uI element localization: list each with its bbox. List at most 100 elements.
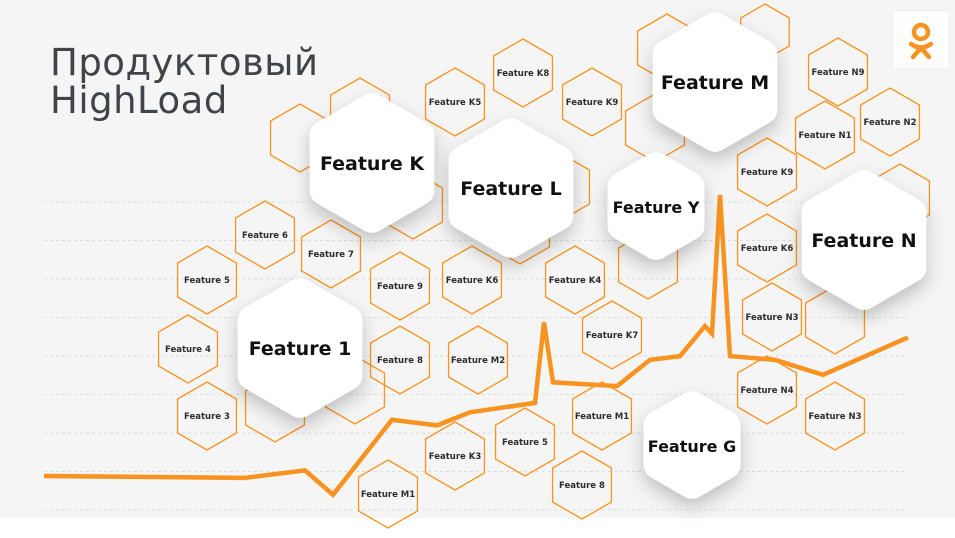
hexagon-outline bbox=[157, 314, 219, 384]
hexagon-outline bbox=[561, 67, 623, 137]
hexagon-outline bbox=[736, 355, 798, 425]
hexagon-outline bbox=[807, 37, 869, 107]
feature-hexagon-small[interactable]: Feature N1 bbox=[794, 100, 856, 170]
feature-hexagon-small[interactable]: Feature N9 bbox=[807, 37, 869, 107]
feature-label: Feature Y bbox=[613, 198, 700, 217]
feature-label: Feature K bbox=[320, 153, 425, 175]
feature-hexagon-small[interactable]: Feature N3 bbox=[804, 381, 866, 451]
feature-hexagon-small[interactable]: Feature 5 bbox=[176, 245, 238, 315]
hexagon-outline bbox=[176, 381, 238, 451]
hexagon-outline bbox=[357, 459, 419, 529]
hexagon-outline bbox=[571, 381, 633, 451]
chart-gridlines bbox=[44, 201, 908, 511]
feature-hexagon-small[interactable]: Feature 3 bbox=[176, 381, 238, 451]
hexagon-shape bbox=[801, 170, 927, 310]
hexagon-outline bbox=[736, 137, 798, 207]
hexagon-outline bbox=[369, 251, 431, 321]
hexagon-outline bbox=[804, 381, 866, 451]
feature-label: Feature 7 bbox=[308, 250, 354, 260]
feature-hexagon-small[interactable]: Feature N2 bbox=[859, 87, 921, 157]
feature-hexagon-small[interactable]: Feature 9 bbox=[369, 251, 431, 321]
hexagon-shape bbox=[607, 152, 705, 260]
hexagon-shape bbox=[652, 12, 778, 152]
feature-hexagon-small[interactable]: Feature 7 bbox=[300, 219, 362, 289]
feature-label: Feature K9 bbox=[566, 98, 619, 108]
feature-hexagon-large[interactable]: Feature K bbox=[309, 93, 435, 233]
feature-hexagon-small[interactable]: Feature N3 bbox=[741, 282, 803, 352]
feature-label: Feature K6 bbox=[446, 276, 499, 286]
feature-hexagon-large[interactable]: Feature N bbox=[801, 170, 927, 310]
hexagon-outline bbox=[492, 38, 554, 108]
feature-hexagon-small[interactable]: Feature K3 bbox=[424, 421, 486, 491]
feature-label: Feature N9 bbox=[811, 68, 864, 78]
feature-hexagon-large[interactable]: Feature M bbox=[652, 12, 778, 152]
feature-label: Feature K7 bbox=[586, 331, 639, 341]
feature-hexagon-small[interactable]: Feature K9 bbox=[561, 67, 623, 137]
feature-hexagon-large[interactable]: Feature Y bbox=[607, 152, 705, 260]
feature-hexagon-small[interactable]: Feature K5 bbox=[424, 67, 486, 137]
feature-hexagon-small[interactable]: Feature 4 bbox=[157, 314, 219, 384]
feature-hexagon-small[interactable]: Feature 6 bbox=[234, 200, 296, 270]
feature-hexagon-small[interactable]: Feature M1 bbox=[571, 381, 633, 451]
feature-label: Feature K3 bbox=[429, 452, 482, 462]
hexagon-shape bbox=[237, 278, 363, 418]
hexagon-shape bbox=[643, 391, 741, 499]
feature-label: Feature K5 bbox=[429, 98, 482, 108]
feature-hexagon-small[interactable]: Feature M2 bbox=[447, 325, 509, 395]
major-feature-hexagons: Feature K Feature L Feature M Feature Y Feat… bbox=[237, 12, 927, 499]
feature-label: Feature G bbox=[648, 437, 736, 456]
feature-label: Feature M2 bbox=[451, 356, 505, 366]
hexagon-outline bbox=[234, 200, 296, 270]
feature-label: Feature M1 bbox=[575, 412, 629, 422]
hexagon-outline bbox=[794, 100, 856, 170]
slide-title: Продуктовый HighLoad bbox=[50, 44, 319, 120]
feature-label: Feature 8 bbox=[559, 481, 605, 491]
title-line-2: HighLoad bbox=[50, 79, 228, 122]
title-line-1: Продуктовый bbox=[50, 41, 319, 84]
feature-label: Feature M1 bbox=[361, 490, 415, 500]
feature-hexagon-small[interactable]: Feature K6 bbox=[736, 213, 798, 283]
feature-hexagon-large[interactable]: Feature 1 bbox=[237, 278, 363, 418]
feature-hexagon-small[interactable]: Feature 8 bbox=[369, 325, 431, 395]
feature-hexagon-small[interactable]: Feature K7 bbox=[581, 300, 643, 370]
feature-label: Feature K9 bbox=[741, 168, 794, 178]
hexagon-outline bbox=[544, 245, 606, 315]
load-series-line bbox=[43, 194, 909, 498]
hexagon-outline bbox=[424, 421, 486, 491]
feature-hexagon-small[interactable]: Feature 5 bbox=[494, 407, 556, 477]
feature-label: Feature N3 bbox=[745, 313, 798, 323]
feature-label: Feature N1 bbox=[798, 131, 851, 141]
feature-hexagon-large[interactable]: Feature L bbox=[448, 118, 574, 258]
feature-label: Feature 5 bbox=[184, 276, 230, 286]
feature-hexagon-small[interactable]: Feature K6 bbox=[441, 245, 503, 315]
feature-hexagon-large[interactable]: Feature G bbox=[643, 391, 741, 499]
hexagon-outline bbox=[494, 407, 556, 477]
hexagon-outline bbox=[441, 245, 503, 315]
feature-label: Feature 5 bbox=[502, 438, 548, 448]
odnoklassniki-logo-icon bbox=[893, 11, 949, 68]
hexagon-outline bbox=[736, 213, 798, 283]
feature-label: Feature N3 bbox=[808, 412, 861, 422]
load-line-chart bbox=[43, 194, 909, 498]
hexagon-shape bbox=[309, 93, 435, 233]
hexagon-outline bbox=[176, 245, 238, 315]
feature-label: Feature 1 bbox=[249, 338, 352, 360]
feature-label: Feature K8 bbox=[497, 69, 550, 79]
hexagon-outline bbox=[859, 87, 921, 157]
feature-label: Feature 9 bbox=[377, 282, 423, 292]
feature-hexagon-small[interactable]: Feature N4 bbox=[736, 355, 798, 425]
feature-hexagon-small[interactable]: Feature K4 bbox=[544, 245, 606, 315]
feature-label: Feature L bbox=[460, 178, 562, 200]
feature-label: Feature 6 bbox=[242, 231, 288, 241]
feature-label: Feature 8 bbox=[377, 356, 423, 366]
feature-label: Feature K6 bbox=[741, 244, 794, 254]
hexagon-shape bbox=[448, 118, 574, 258]
feature-label: Feature 4 bbox=[165, 345, 211, 355]
hexagon-outline bbox=[551, 450, 613, 520]
feature-hexagon-small[interactable]: Feature M1 bbox=[357, 459, 419, 529]
feature-hexagon-small[interactable]: Feature 8 bbox=[551, 450, 613, 520]
feature-hexagon-small[interactable]: Feature K9 bbox=[736, 137, 798, 207]
feature-hexagon-small[interactable]: Feature K8 bbox=[492, 38, 554, 108]
feature-label: Feature M bbox=[661, 72, 769, 94]
